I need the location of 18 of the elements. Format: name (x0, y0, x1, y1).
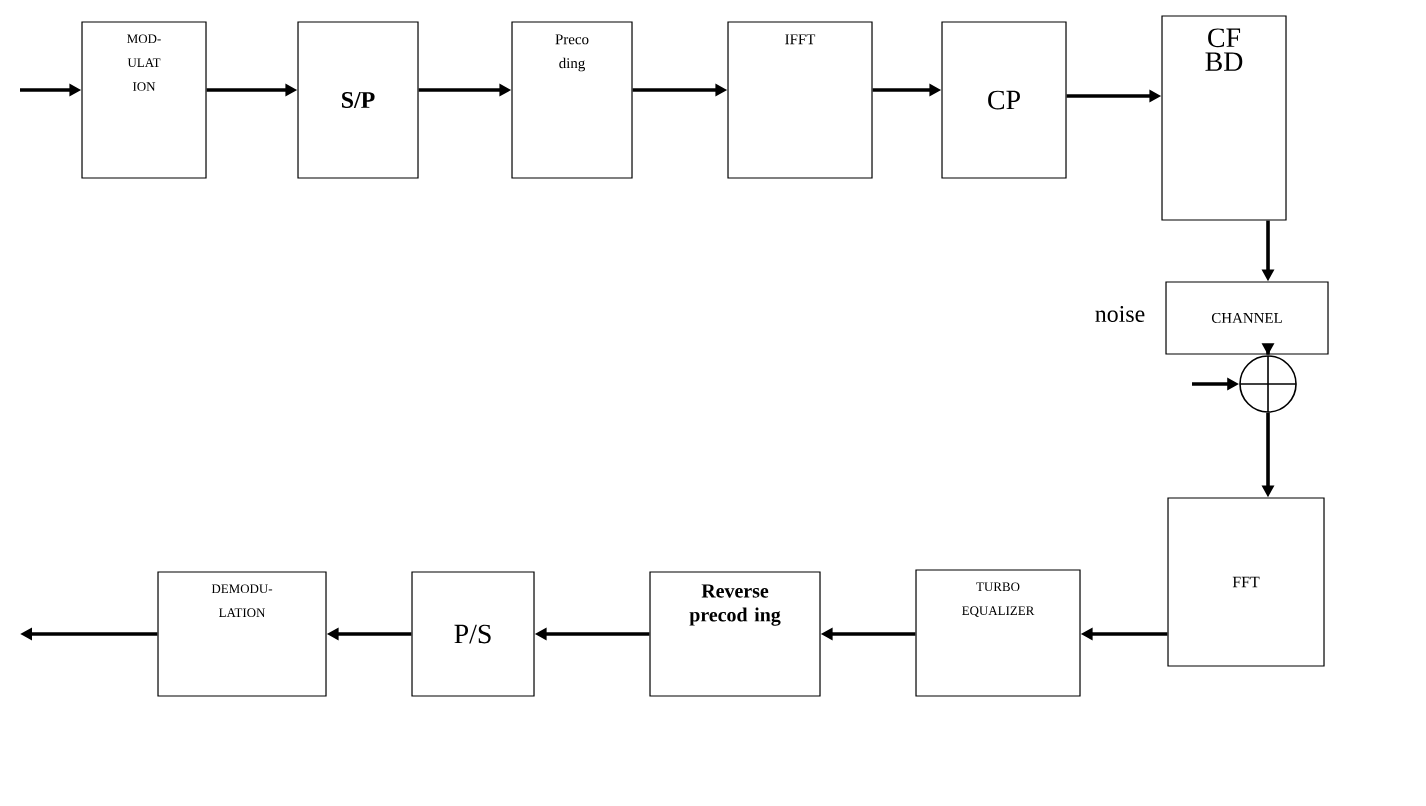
box-label: CP (988, 90, 1020, 110)
process-box (1167, 497, 1325, 667)
process-box (81, 21, 207, 179)
process-box (1165, 281, 1329, 355)
box-label: Reverse precod ing (689, 584, 781, 626)
process-box (915, 569, 1081, 697)
process-box (941, 21, 1067, 179)
box-label: P/S (454, 624, 491, 644)
process-box (157, 571, 327, 697)
box-label: S/P (342, 91, 375, 108)
box-label: CF BD (1205, 28, 1243, 71)
adder-symbol (1239, 355, 1297, 413)
process-box (511, 21, 633, 179)
process-box (1161, 15, 1287, 221)
process-box (297, 21, 419, 179)
process-box (727, 21, 873, 179)
process-box (411, 571, 535, 697)
process-box (649, 571, 821, 697)
